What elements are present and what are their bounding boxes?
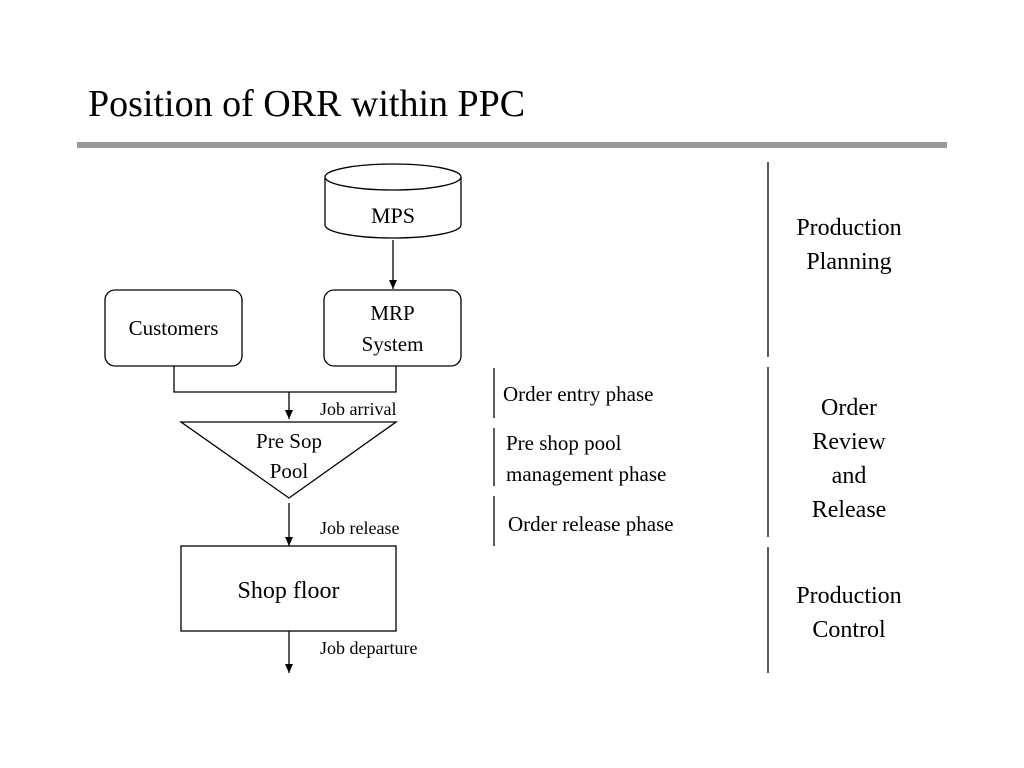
production-control-line2: Control [812, 617, 886, 643]
job-departure-label: Job departure [320, 638, 418, 658]
orr-line1: Order [821, 395, 877, 421]
shop-floor-label: Shop floor [237, 578, 340, 604]
pool-management-line1: Pre shop pool [506, 431, 622, 455]
title-rule [77, 142, 947, 148]
order-entry-phase-label: Order entry phase [503, 382, 654, 406]
mps-label: MPS [370, 203, 416, 228]
orr-label: Order Review and Release [775, 391, 923, 527]
job-arrival-label: Job arrival [320, 399, 397, 419]
pre-shop-pool-triangle [178, 421, 399, 499]
production-planning-line2: Planning [806, 249, 892, 275]
pool-label-line2: Pool [269, 459, 309, 483]
mrp-label-line2: System [361, 332, 424, 356]
production-control-line1: Production [796, 583, 902, 609]
orr-line4: Release [811, 497, 887, 523]
mrp-system-box [323, 289, 462, 367]
orr-line2: Review [812, 429, 886, 455]
orr-line3: and [831, 463, 867, 489]
order-release-phase-label: Order release phase [508, 512, 674, 536]
mps-datastore [324, 163, 462, 239]
pre-shop-pool-label: Pre Sop Pool [230, 426, 348, 486]
pool-management-line2: management phase [506, 462, 667, 486]
pool-label-line1: Pre Sop [256, 429, 322, 453]
mrp-label-line1: MRP [370, 301, 415, 325]
production-control-label: Production Control [775, 579, 923, 647]
production-planning-label: Production Planning [775, 211, 923, 279]
customers-label: Customers [128, 316, 219, 340]
job-release-label: Job release [320, 518, 400, 538]
production-planning-line1: Production [796, 215, 902, 241]
pool-management-phase-label: Pre shop pool management phase [506, 428, 666, 490]
merge-connector [173, 366, 397, 393]
mrp-system-label: MRP System [324, 298, 461, 360]
slide-title: Position of ORR within PPC [88, 83, 526, 125]
shop-floor-box [180, 545, 397, 632]
